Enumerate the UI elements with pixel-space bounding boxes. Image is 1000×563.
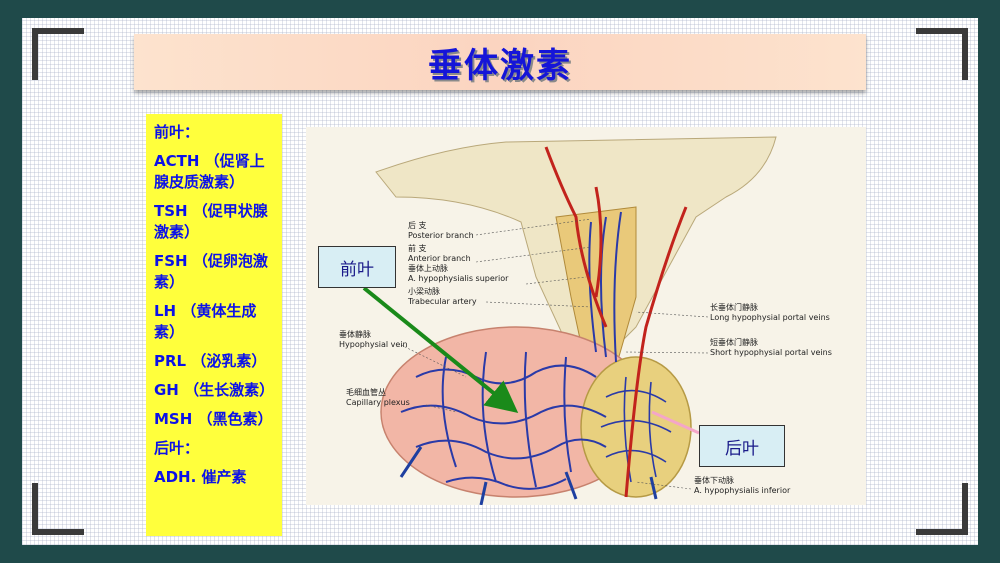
label-anterior-branch-en: Anterior branch [408,254,471,263]
label-posterior-branch-en: Posterior branch [408,231,474,240]
title-banner: 垂体激素 [134,34,866,90]
hormone-item: ADH. 催产素 [154,468,247,486]
posterior-lobe-shape [580,356,692,498]
arteries [544,146,688,498]
slide-title: 垂体激素 [428,45,572,86]
label-capillary-en: Capillary plexus [346,398,410,407]
label-inf-artery-cn: 垂体下动脉 [694,475,734,485]
label-anterior-branch-cn: 前 支 [408,243,427,253]
hormone-item: 前叶： [154,123,200,141]
corner-bracket-top-left [32,28,84,80]
label-sup-artery-cn: 垂体上动脉 [408,263,448,273]
label-hypophysial-vein-cn: 垂体静脉 [339,329,371,339]
hormone-item: GH （生长激素） [154,381,275,399]
label-hypophysial-vein-en: Hypophysial vein [339,340,408,349]
label-sup-artery-en: A. hypophysialis superior [408,274,509,283]
hormone-item: LH （黄体生成素） [154,302,257,341]
label-long-portal-cn: 长垂体门静脉 [710,302,758,312]
hormone-item: FSH （促卵泡激素） [154,252,268,291]
hormone-item: PRL （泌乳素） [154,352,267,370]
label-long-portal-en: Long hypophysial portal veins [710,313,830,322]
label-trabecular-en: Trabecular artery [407,297,477,306]
hormone-item: TSH （促甲状腺激素） [154,202,268,241]
corner-bracket-top-right [916,28,968,80]
label-short-portal-en: Short hypophysial portal veins [710,348,832,357]
hormone-item: 后叶： [154,439,200,457]
label-posterior-branch-cn: 后 支 [408,220,427,230]
posterior-lobe-callout: 后叶 [699,425,785,467]
hormone-list-panel: 前叶： ACTH （促肾上腺皮质激素） TSH （促甲状腺激素） FSH （促卵… [146,114,282,536]
label-inf-artery-en: A. hypophysialis inferior [694,486,791,495]
corner-bracket-bottom-left [32,483,84,535]
anterior-lobe-callout: 前叶 [318,246,396,288]
label-trabecular-cn: 小梁动脉 [408,286,440,296]
label-short-portal-cn: 短垂体门静脉 [710,337,758,347]
label-capillary-cn: 毛细血管丛 [346,387,386,397]
hormone-item: MSH （黑色素） [154,410,273,428]
hormone-item: ACTH （促肾上腺皮质激素） [154,152,265,191]
outflow-veins [399,446,658,505]
corner-bracket-bottom-right [916,483,968,535]
